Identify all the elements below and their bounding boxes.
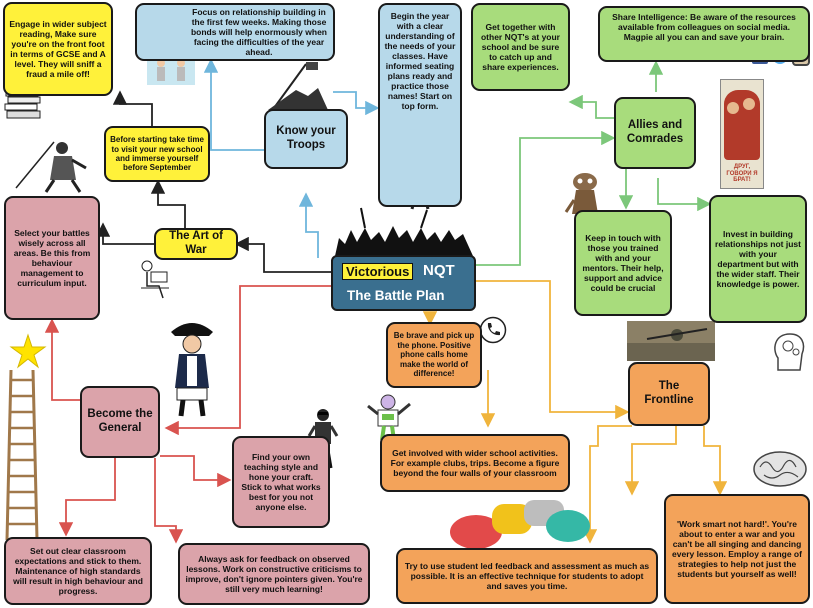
feedback-observed-box: Always ask for feedback on observed less… (178, 543, 370, 605)
engage-box: Engage in wider subject reading, Make su… (3, 2, 113, 96)
ladder-icon (5, 369, 39, 541)
poster-icon: ДРУГ, ГОВОРИ Я БРАТ! (720, 79, 764, 189)
arrow-frontline-to-work-smart-2 (703, 426, 728, 496)
arrow-general-to-feedback (154, 458, 184, 544)
arrow-center-to-know-troops (298, 192, 319, 258)
focus-relationship-box: Focus on relationship building in the fi… (135, 3, 335, 61)
clear-expectations-box: Set out clear classroom expectations and… (4, 537, 152, 605)
army-silhouette-icon (335, 207, 473, 256)
phone-icon (479, 316, 507, 344)
brain-icon (753, 451, 807, 487)
select-battles-box: Select your battles wisely across all ar… (4, 196, 100, 320)
title-battle-plan: The Battle Plan (347, 288, 445, 303)
art-of-war-box: The Art of War (154, 228, 238, 260)
arrow-center-to-general (164, 285, 331, 436)
speech-bubbles-icon (450, 500, 590, 549)
allies-comrades-box: Allies and Comrades (614, 97, 696, 169)
brave-phone-box: Be brave and pick up the phone. Positive… (386, 322, 482, 388)
napoleon-icon (171, 323, 213, 417)
et-icon (564, 173, 598, 214)
arrow-frontline-to-work-smart (624, 426, 677, 496)
arrow-know-troops-to-begin (333, 91, 380, 116)
share-intelligence-box: Share Intelligence: Be aware of the reso… (598, 6, 810, 62)
soldier-trench-icon (627, 321, 715, 361)
center-title-box: Victorious NQT The Battle Plan (331, 255, 476, 311)
title-victorious: Victorious (342, 263, 414, 280)
arrow-general-to-expectations (58, 456, 116, 537)
keep-in-touch-box: Keep in touch with those you trained wit… (574, 210, 672, 316)
before-starting-box: Before starting take time to visit your … (104, 126, 210, 182)
arrow-general-to-teaching (160, 455, 232, 488)
invest-relationships-box: Invest in building relationships not jus… (709, 195, 807, 323)
know-troops-box: Know your Troops (264, 109, 348, 169)
arrow-general-to-select (44, 318, 80, 401)
frontline-box: The Frontline (628, 362, 710, 426)
arrow-center-to-allies (476, 130, 616, 266)
get-together-box: Get together with other NQT's at your sc… (471, 3, 570, 91)
poster-caption: ДРУГ, ГОВОРИ Я БРАТ! (726, 164, 758, 184)
title-nqt: NQT (423, 262, 455, 279)
student-feedback-box: Try to use student led feedback and asse… (396, 548, 658, 604)
samurai-icon (15, 141, 87, 193)
become-general-box: Become the General (80, 386, 160, 458)
wider-activities-box: Get involved with wider school activitie… (380, 434, 570, 492)
begin-year-box: Begin the year with a clear understandin… (378, 3, 462, 207)
arrow-before-starting-to-engage (112, 90, 153, 126)
work-smart-box: 'Work smart not hard!'. You're about to … (664, 494, 810, 604)
arrow-frontline-to-student (582, 425, 632, 544)
arrow-know-troops-to-focus (203, 58, 264, 151)
reader-icon (141, 260, 169, 299)
head-gears-icon (774, 333, 805, 371)
arrow-center-to-frontline (476, 280, 630, 420)
star-icon (9, 333, 47, 369)
arrow-art-of-war-to-select (95, 222, 155, 245)
arrow-allies-to-get-together (568, 94, 615, 119)
arrow-art-of-war-to-before-starting (150, 179, 186, 230)
flag-raising-icon (268, 62, 328, 110)
arrow-center-to-art-of-war (234, 236, 331, 273)
teaching-style-box: Find your own teaching style and hone yo… (232, 436, 330, 528)
arrow-allies-to-invest (657, 178, 712, 212)
